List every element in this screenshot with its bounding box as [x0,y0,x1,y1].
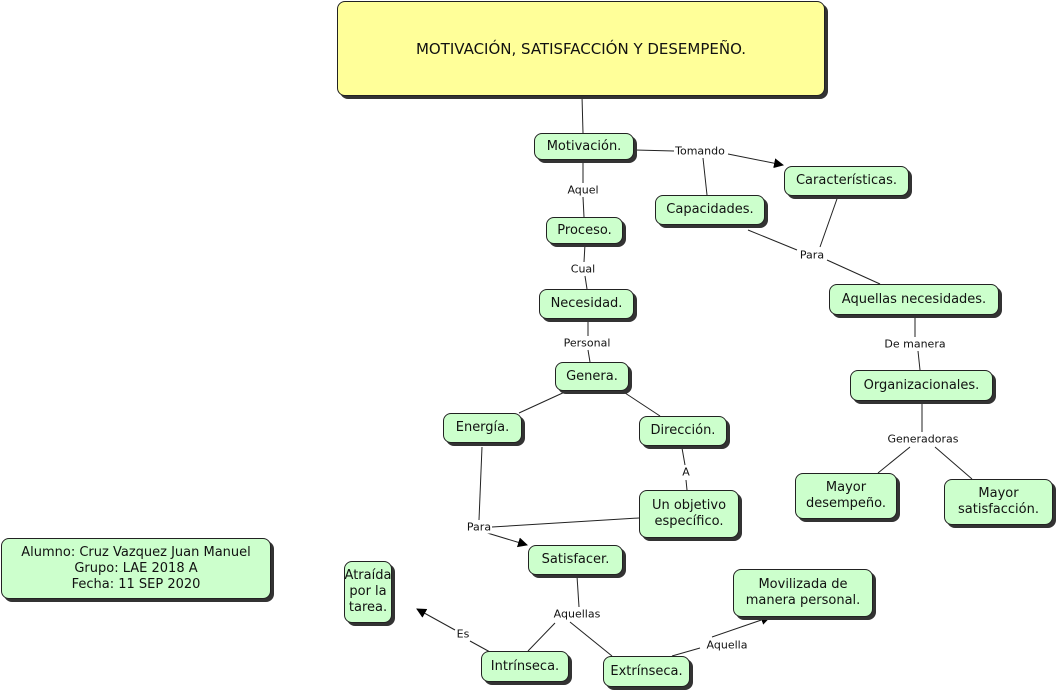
node-organizacionales[interactable]: Organizacionales. [850,370,993,401]
link-label-aquel: Aquel [566,183,600,197]
link-label-aquella: Aquella [705,638,749,652]
node-movilizada[interactable]: Movilizada de manera personal. [733,569,873,617]
node-energia[interactable]: Energía. [443,413,522,443]
link-label-cual: Cual [569,262,597,276]
link-label-para-2: Para [465,520,493,534]
node-mayor-satisfaccion[interactable]: Mayor satisfacción. [944,479,1053,525]
node-direccion[interactable]: Dirección. [639,416,727,446]
node-intrinseca[interactable]: Intrínseca. [481,651,569,682]
node-student-info[interactable]: Alumno: Cruz Vazquez Juan Manuel Grupo: … [1,538,271,599]
link-label-tomando: Tomando [674,144,726,158]
node-genera[interactable]: Genera. [555,362,629,391]
node-proceso[interactable]: Proceso. [546,217,623,244]
link-label-para: Para [798,248,826,262]
link-label-es: Es [455,627,471,641]
link-label-de-manera: De manera [883,337,947,351]
link-label-aquellas: Aquellas [552,607,602,621]
link-label-personal: Personal [562,336,612,350]
node-atraida[interactable]: Atraída por la tarea. [344,561,392,623]
node-capacidades[interactable]: Capacidades. [655,195,765,225]
map-title-node[interactable]: MOTIVACIÓN, SATISFACCIÓN Y DESEMPEÑO. [337,1,825,96]
node-caracteristicas[interactable]: Características. [784,166,909,196]
node-aquellas-necesidades[interactable]: Aquellas necesidades. [829,284,999,315]
link-label-a: A [681,465,691,479]
node-satisfacer[interactable]: Satisfacer. [528,545,623,575]
node-mayor-desempeno[interactable]: Mayor desempeño. [795,473,897,519]
node-objetivo-especifico[interactable]: Un objetivo específico. [639,490,739,538]
node-extrinseca[interactable]: Extrínseca. [603,656,690,687]
node-necesidad[interactable]: Necesidad. [539,289,634,319]
link-label-generadoras: Generadoras [886,432,960,446]
node-motivacion[interactable]: Motivación. [534,133,634,160]
